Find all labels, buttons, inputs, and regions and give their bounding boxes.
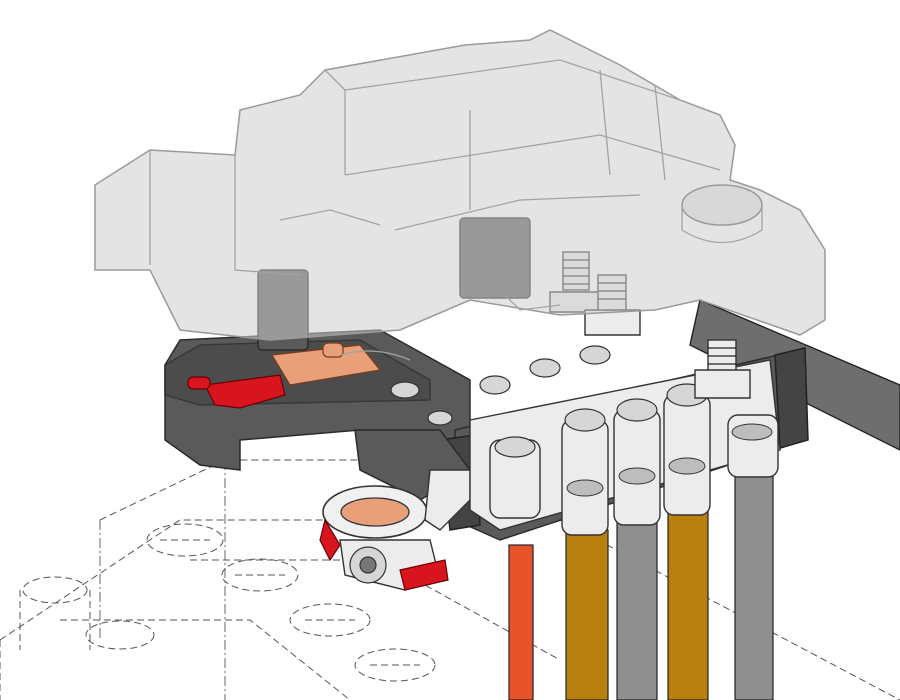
grey-cable-1 bbox=[616, 519, 658, 700]
cable-lug-3 bbox=[613, 398, 661, 526]
gold-cable-2 bbox=[667, 509, 709, 700]
threaded-stud-3 bbox=[694, 339, 751, 399]
cable-lug-4 bbox=[663, 383, 711, 516]
gold-cable-1 bbox=[565, 529, 609, 700]
cable-lug-5 bbox=[727, 414, 779, 478]
fuse-links bbox=[187, 342, 382, 409]
hex-nuts bbox=[390, 345, 611, 426]
battery-terminal-clamp bbox=[319, 469, 471, 591]
grey-cable-2 bbox=[734, 469, 774, 700]
cable-lug-2 bbox=[561, 408, 609, 536]
orange-wire bbox=[508, 544, 534, 700]
cable-lug-1 bbox=[489, 436, 541, 519]
fuse-box-cover bbox=[94, 29, 826, 361]
